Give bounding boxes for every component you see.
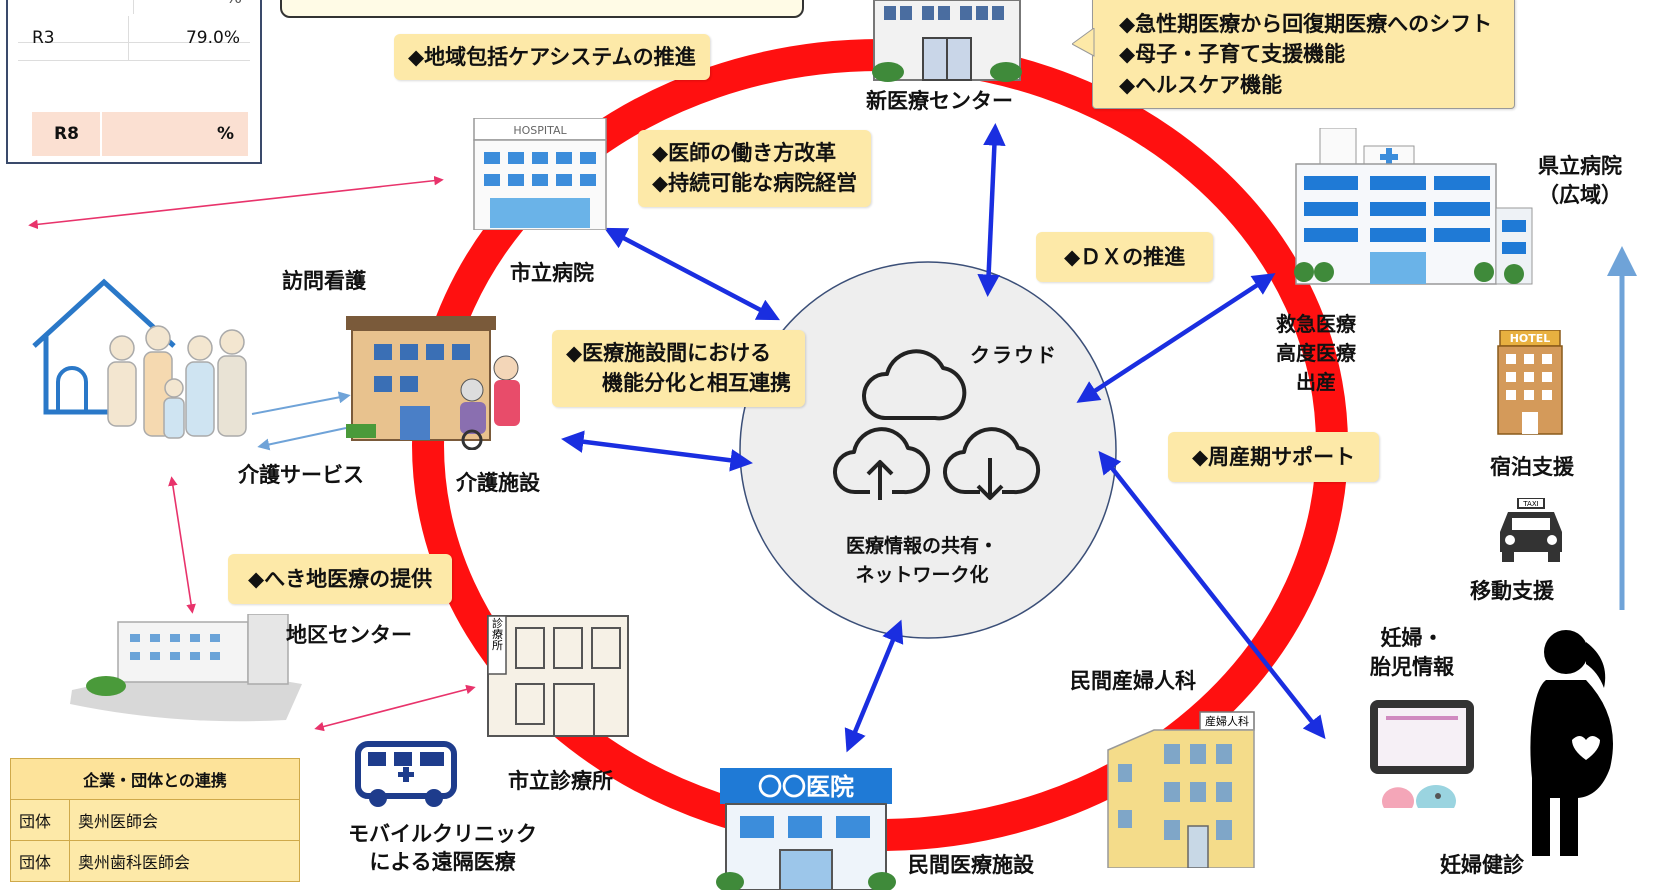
remote-area-callout: ◆へき地医療の提供 bbox=[228, 554, 453, 605]
prefectural-hospital-icon bbox=[1294, 128, 1533, 285]
cloud-caption-line1: 医療情報の共有・ bbox=[846, 535, 999, 557]
doctor-reform-text: ◆医師の働き方改革 bbox=[652, 141, 837, 165]
care-facility-icon bbox=[346, 316, 520, 450]
partner-type: 団体 bbox=[10, 840, 70, 882]
partner-type: 団体 bbox=[10, 799, 70, 841]
r3-value: 79.0% bbox=[185, 28, 240, 48]
function-callout: ◆医療施設間における 機能分化と相互連携 bbox=[552, 330, 805, 407]
table-row: 団体 奥州医師会 bbox=[10, 799, 300, 841]
private-facility-label: 民間医療施設 bbox=[908, 853, 1034, 877]
arrow-obgyn-to-cloud bbox=[1098, 450, 1326, 740]
obgyn-sign-text: 産婦人科 bbox=[1205, 714, 1249, 728]
arrow-home-to-care bbox=[251, 391, 351, 415]
table-row: 団体 奥州歯科医師会 bbox=[10, 840, 300, 882]
doctor-reform-callout: ◆医師の働き方改革 ◆持続可能な病院経営 bbox=[638, 130, 872, 207]
emergency-label: 救急医療 高度医療 出産 bbox=[1276, 310, 1356, 397]
clinic-name-sign: 〇〇医院 bbox=[758, 773, 854, 801]
arrow-center-to-cloud bbox=[977, 123, 1006, 297]
arrow-district-to-clinic bbox=[314, 684, 476, 732]
mobile-clinic-line2: による遠隔医療 bbox=[369, 850, 516, 875]
prefectural-hospital-label: 県立病院 （広域） bbox=[1538, 152, 1622, 211]
upload-cloud-icon bbox=[832, 427, 931, 500]
arrow-prefectural-to-cloud bbox=[1076, 273, 1276, 403]
arrow-home-to-hospital bbox=[28, 175, 444, 230]
city-clinic-label: 市立診療所 bbox=[508, 769, 613, 793]
childcare-text: ◆母子・子育て支援機能 bbox=[1119, 42, 1346, 67]
care-facility-label: 介護施設 bbox=[456, 471, 540, 495]
pregnancy-info-label: 妊婦・ 胎児情報 bbox=[1370, 624, 1454, 683]
function-text-2: 機能分化と相互連携 bbox=[602, 371, 791, 396]
mobile-clinic-icon bbox=[355, 741, 457, 807]
emergency-line2: 高度医療 bbox=[1276, 341, 1356, 365]
prefectural-hospital-line2: （広域） bbox=[1538, 183, 1622, 208]
cloud-caption: 医療情報の共有・ ネットワーク化 bbox=[846, 532, 998, 589]
district-center-icon bbox=[70, 614, 302, 722]
perinatal-callout: ◆周産期サポート bbox=[1168, 432, 1380, 483]
partner-name: 奥州歯科医師会 bbox=[69, 840, 300, 882]
taxi-icon: TAXI bbox=[1500, 498, 1562, 562]
shift-text: ◆急性期医療から回復期医療へのシフト bbox=[1119, 12, 1493, 36]
mobile-clinic-label: モバイルクリニック による遠隔医療 bbox=[348, 820, 537, 877]
arrow-private-to-cloud bbox=[844, 619, 904, 753]
callout-pointer bbox=[1072, 28, 1095, 57]
r8-value: % bbox=[216, 124, 234, 144]
visiting-nursing-label: 訪問看護 bbox=[282, 269, 366, 293]
hotel-icon: HOTEL bbox=[1497, 330, 1563, 435]
r8-label: R8 bbox=[54, 124, 79, 144]
download-cloud-icon bbox=[942, 427, 1041, 500]
new-center-label: 新医療センター bbox=[866, 89, 1013, 113]
private-clinic-icon: 〇〇医院 bbox=[716, 768, 896, 890]
tablet-device-icon bbox=[1370, 700, 1474, 808]
partner-name: 奥州医師会 bbox=[69, 799, 300, 841]
arrow-care-to-home bbox=[257, 427, 347, 451]
mobile-clinic-line1: モバイルクリニック bbox=[348, 822, 537, 846]
home-family-icon bbox=[32, 278, 247, 439]
private-obgyn-label: 民間産婦人科 bbox=[1070, 669, 1196, 693]
r3-row: R3 79.0% bbox=[18, 16, 250, 61]
hotel-sign-text: HOTEL bbox=[1510, 332, 1551, 345]
r8-row: R8 % bbox=[32, 112, 248, 156]
emergency-line3: 出産 bbox=[1296, 370, 1336, 394]
cloud-icon bbox=[862, 349, 967, 421]
clipped-callout bbox=[280, 0, 804, 18]
partial-row-value: % bbox=[226, 0, 242, 8]
new-center-callout: ◆急性期医療から回復期医療へのシフト ◆母子・子育て支援機能 ◆ヘルスケア機能 bbox=[1092, 0, 1516, 110]
clinic-sign-text: 診療所 bbox=[491, 616, 504, 651]
obgyn-building-icon: 産婦人科 bbox=[1107, 711, 1255, 868]
prefectural-hospital-line1: 県立病院 bbox=[1538, 154, 1622, 178]
city-hospital-icon: HOSPITAL bbox=[473, 118, 607, 230]
hospital-management-text: ◆持続可能な病院経営 bbox=[652, 171, 858, 196]
taxi-sign-text: TAXI bbox=[1522, 500, 1538, 508]
emergency-line1: 救急医療 bbox=[1276, 312, 1356, 336]
pregnancy-info-line2: 胎児情報 bbox=[1370, 655, 1454, 680]
partners-table: 企業・団体との連携 団体 奥州医師会 団体 奥州歯科医師会 bbox=[10, 758, 300, 882]
prenatal-checkup-label: 妊婦健診 bbox=[1440, 853, 1524, 877]
care-service-label: 介護サービス bbox=[238, 463, 364, 487]
transport-support-label: 移動支援 bbox=[1470, 579, 1554, 603]
r3-label: R3 bbox=[32, 28, 55, 48]
cloud-caption-line2: ネットワーク化 bbox=[855, 563, 989, 586]
hospital-sign-text: HOSPITAL bbox=[513, 124, 567, 137]
dx-callout: ◆ＤＸの推進 bbox=[1036, 232, 1214, 283]
lodging-support-label: 宿泊支援 bbox=[1490, 455, 1574, 479]
city-hospital-label: 市立病院 bbox=[510, 261, 594, 285]
arrow-home-to-district bbox=[168, 476, 196, 614]
function-text-1: ◆医療施設間における bbox=[566, 341, 772, 365]
community-care-callout: ◆地域包括ケアシステムの推進 bbox=[394, 34, 710, 81]
partial-row: % bbox=[18, 0, 250, 43]
district-center-label: 地区センター bbox=[286, 623, 412, 647]
pregnancy-info-line1: 妊婦・ bbox=[1380, 626, 1444, 650]
arrow-care-to-cloud bbox=[561, 430, 753, 472]
city-clinic-icon: 診療所 bbox=[487, 615, 629, 737]
partners-title: 企業・団体との連携 bbox=[10, 758, 300, 800]
cloud-label: クラウド bbox=[970, 343, 1058, 367]
arrow-hospital-to-cloud bbox=[604, 227, 780, 321]
healthcare-text: ◆ヘルスケア機能 bbox=[1119, 72, 1283, 97]
pregnant-woman-icon bbox=[1530, 630, 1613, 856]
new-center-building-icon bbox=[872, 0, 1022, 82]
